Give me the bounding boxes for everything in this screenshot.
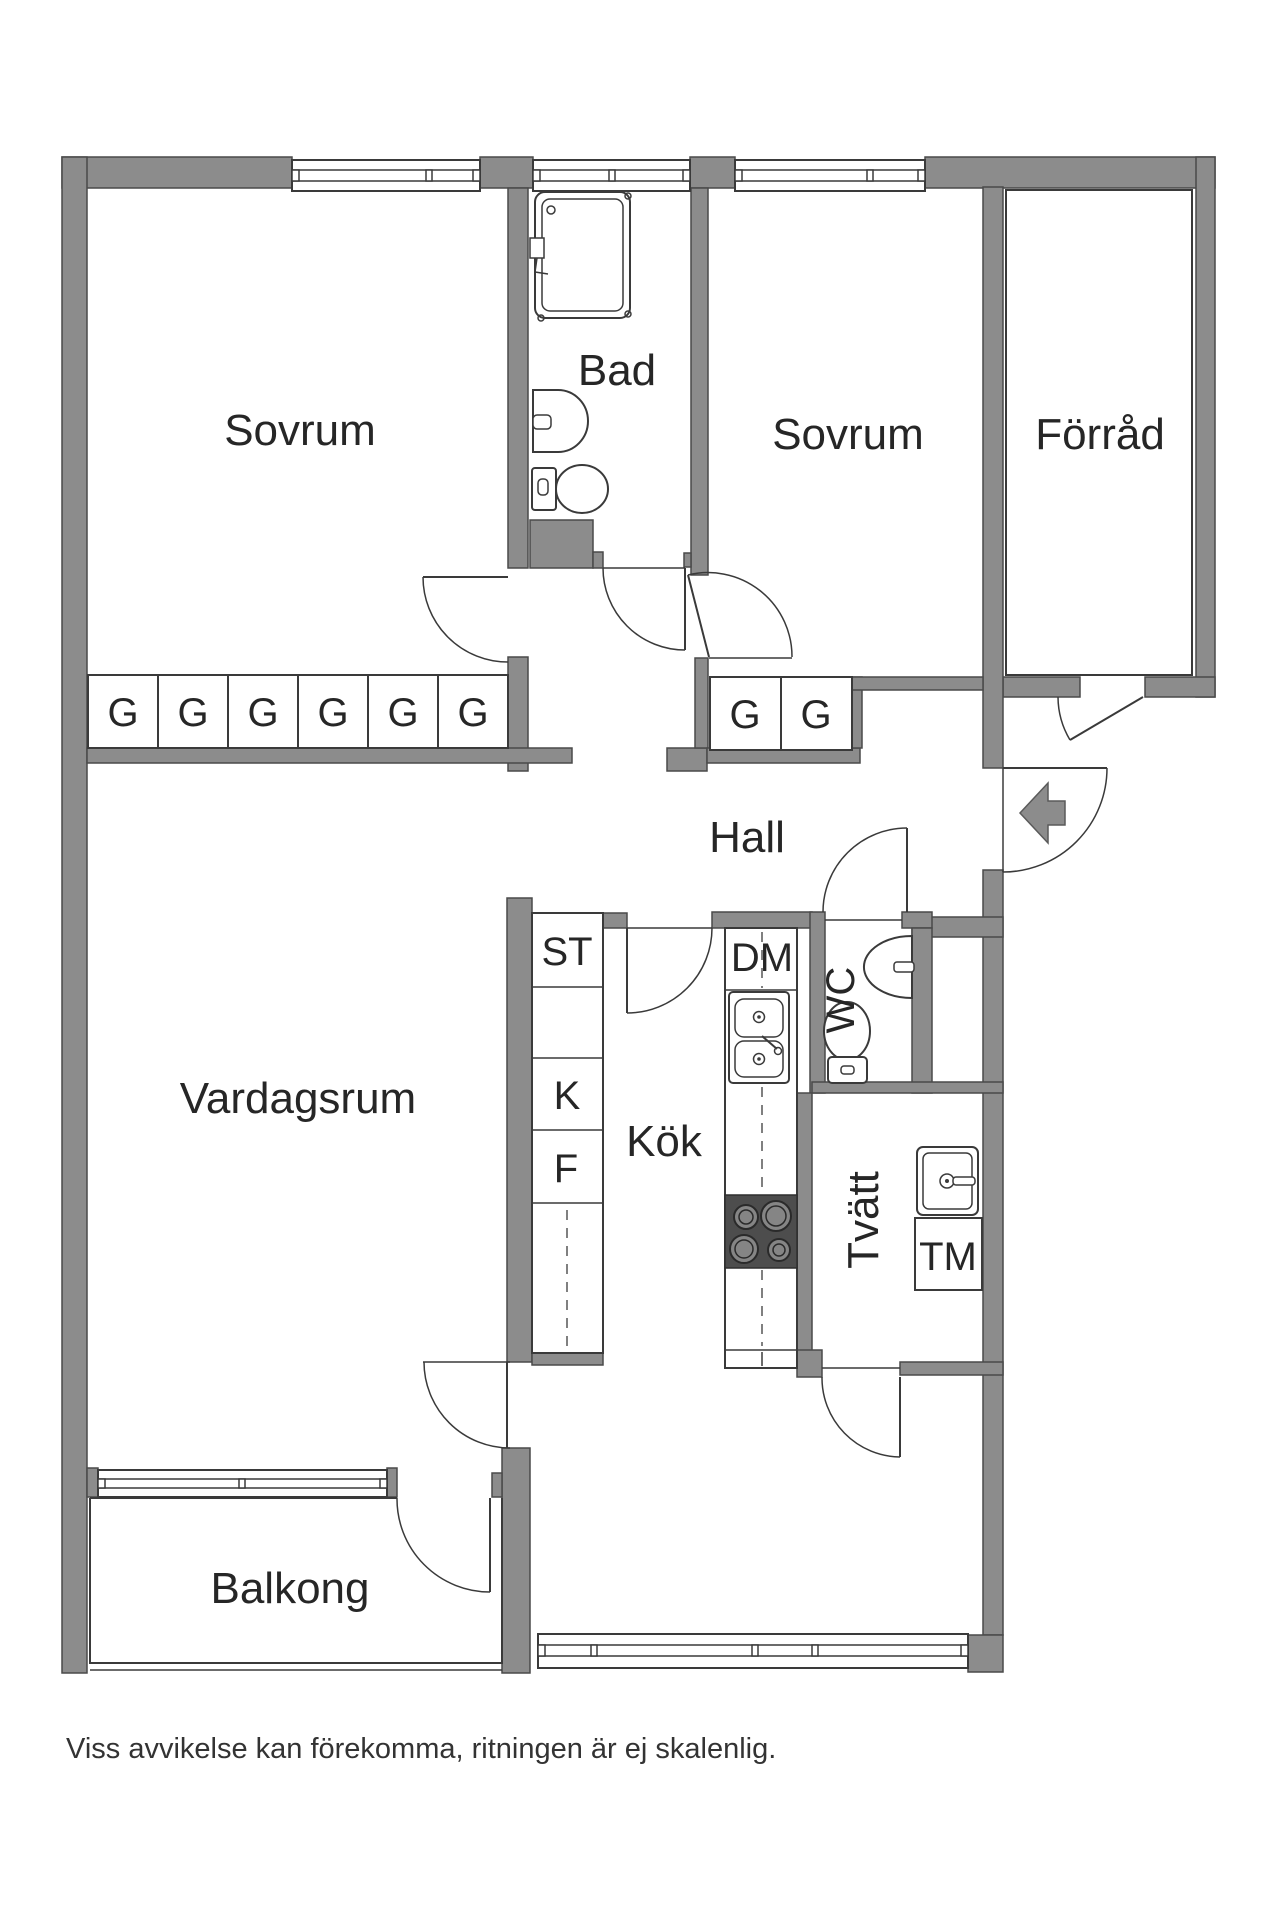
- laundry-sink: [916, 1146, 979, 1216]
- door-entry: [1002, 767, 1108, 873]
- closet-label-st: ST: [541, 930, 592, 974]
- storage-labels: G G G G G G G G ST K F: [107, 691, 831, 1191]
- wardrobe-label: G: [247, 691, 278, 735]
- wall-segment: [901, 911, 933, 929]
- wall-segment: [507, 187, 529, 569]
- wall-segment: [491, 1472, 503, 1498]
- room-label-tvatt: Tvätt: [839, 1171, 888, 1269]
- wall-segment: [501, 1447, 531, 1674]
- wall-segment: [1002, 676, 1081, 698]
- wall-segment: [982, 869, 1004, 1636]
- wall-segment: [924, 156, 1216, 189]
- wc-toilet: [823, 1001, 871, 1084]
- wall-segment: [982, 186, 1004, 769]
- window: [291, 159, 481, 192]
- door-balkong: [396, 1497, 491, 1593]
- wall-segment: [683, 552, 692, 568]
- wall-segment: [690, 187, 709, 576]
- room-label-vardagsrum: Vardagsrum: [180, 1074, 416, 1123]
- shower: [529, 191, 632, 322]
- wall-segment: [911, 927, 933, 1094]
- bathroom-fixtures: [529, 191, 632, 514]
- wall-segment: [967, 1634, 1004, 1673]
- room-label-sovrum1: Sovrum: [224, 406, 376, 455]
- doors: [396, 567, 1144, 1593]
- kitchen-cabinet-column: [531, 912, 604, 1354]
- wall-segment: [1195, 156, 1216, 698]
- room-label-kok: Kök: [626, 1117, 703, 1166]
- room-label-bad: Bad: [578, 346, 656, 395]
- wardrobe-label: G: [457, 691, 488, 735]
- wardrobe-label: G: [387, 691, 418, 735]
- wall-segment: [531, 1352, 604, 1366]
- window: [734, 159, 926, 192]
- door-vardagsrum: [423, 1361, 511, 1449]
- stove: [724, 1194, 798, 1269]
- wall-segment: [506, 897, 533, 1363]
- washing-machine-label: TM: [919, 1235, 977, 1279]
- washing-machine: [914, 1217, 983, 1291]
- door-wc: [822, 827, 908, 921]
- disclaimer-text: Viss avvikelse kan förekomma, ritningen …: [66, 1733, 776, 1765]
- door-sovrum2: [687, 571, 793, 659]
- wc-label: WC: [819, 967, 863, 1034]
- wardrobe-label: G: [729, 693, 760, 737]
- room-label-hall: Hall: [709, 813, 785, 862]
- wall-segment: [61, 156, 293, 189]
- room-label-balkong: Balkong: [210, 1564, 369, 1613]
- walls: [61, 156, 1216, 1674]
- wall-segment: [851, 676, 984, 691]
- kitchen-bench-column: [724, 927, 798, 1369]
- door-kok: [626, 927, 713, 1014]
- toilet: [531, 464, 609, 514]
- balcony-outline: [89, 1497, 503, 1671]
- wardrobe-pair: [709, 676, 853, 751]
- window: [537, 1633, 969, 1669]
- wall-segment: [796, 1092, 813, 1361]
- bathroom-sink: [532, 389, 589, 453]
- wall-segment: [711, 911, 813, 929]
- laundry-fixtures: [914, 1146, 983, 1291]
- window: [532, 159, 691, 192]
- wc-sink: [863, 934, 915, 1000]
- room-labels: Sovrum Bad Sovrum Förråd Hall Vardagsrum…: [180, 346, 1165, 1613]
- wall-segment: [529, 519, 594, 569]
- door-bad: [602, 567, 686, 651]
- wall-segment: [86, 747, 573, 764]
- dishwasher-label: DM: [731, 936, 793, 980]
- freezer-label-f: F: [554, 1147, 578, 1191]
- wall-segment: [479, 156, 534, 189]
- wardrobe-row: [87, 674, 509, 749]
- fridge-label-k: K: [554, 1074, 581, 1118]
- window: [97, 1469, 388, 1498]
- wc-fixtures: [823, 934, 915, 1084]
- wardrobe-label: G: [800, 693, 831, 737]
- door-forrad: [1057, 696, 1144, 741]
- kitchen-sink: [728, 991, 790, 1084]
- wardrobe-label: G: [317, 691, 348, 735]
- wall-segment: [1144, 676, 1216, 698]
- windows: [97, 159, 969, 1669]
- wall-segment: [386, 1467, 398, 1498]
- room-label-forrad: Förråd: [1035, 410, 1165, 459]
- room-label-sovrum2: Sovrum: [772, 410, 924, 459]
- wall-segment: [86, 1467, 99, 1498]
- door-sovrum1: [422, 576, 509, 663]
- wall-segment: [666, 747, 708, 772]
- fixture-labels: DM WC TM: [731, 936, 977, 1279]
- wall-segment: [602, 912, 628, 929]
- wall-segment: [811, 1081, 1004, 1094]
- entry-arrow-icon: [1018, 781, 1066, 845]
- wardrobe-label: G: [177, 691, 208, 735]
- wall-segment: [899, 1361, 1004, 1376]
- door-tvatt: [821, 1367, 901, 1458]
- wall-segment: [694, 657, 709, 749]
- wardrobe-label: G: [107, 691, 138, 735]
- wall-segment: [796, 1349, 823, 1378]
- storage-room-outline: [1005, 189, 1193, 676]
- wall-segment: [592, 551, 604, 569]
- wall-segment: [689, 156, 736, 189]
- wall-segment: [61, 156, 88, 1674]
